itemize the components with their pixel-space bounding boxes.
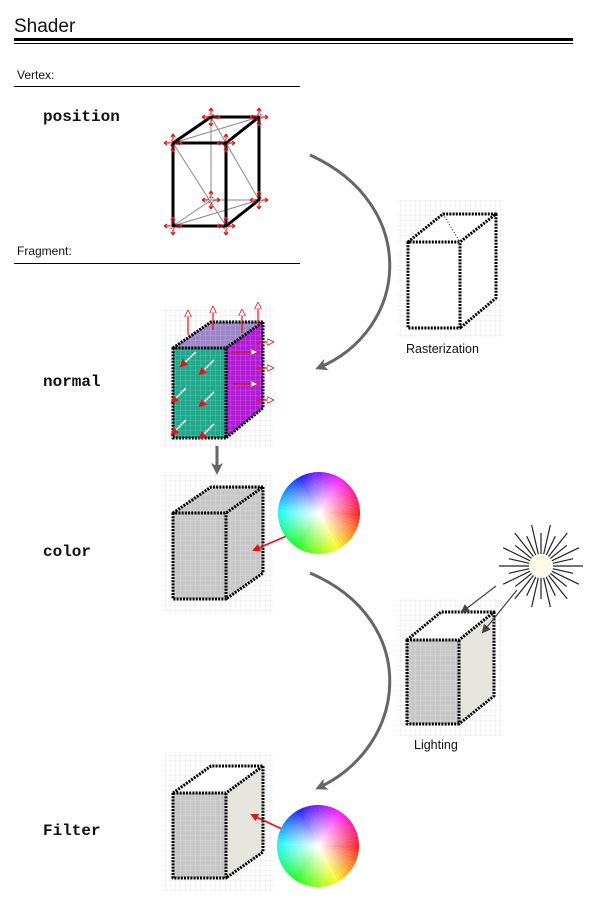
fragment-section-rule xyxy=(14,263,300,264)
title-underline xyxy=(14,38,573,41)
stage-position-label: position xyxy=(43,108,120,126)
flow-arrow-lighting xyxy=(309,571,392,790)
filter-pick-arrow xyxy=(250,813,285,831)
filter-color-wheel xyxy=(277,804,359,887)
wireframe-cube xyxy=(163,107,269,236)
page-title: Shader xyxy=(14,16,76,37)
rasterized-cube xyxy=(397,200,504,338)
color-wheel xyxy=(278,472,360,554)
fragment-section-label: Fragment: xyxy=(17,244,72,258)
stage-filter-label: Filter xyxy=(43,822,101,840)
color-cube xyxy=(161,473,290,613)
lit-cube xyxy=(396,585,518,736)
filtered-cube xyxy=(161,752,285,892)
vertex-section-label: Vertex: xyxy=(17,68,55,82)
stage-normal-label: normal xyxy=(43,373,101,391)
title-underline-thin xyxy=(14,43,573,44)
vertex-section-rule xyxy=(14,86,300,87)
normal-cube xyxy=(161,304,274,448)
flow-arrow-rasterization xyxy=(309,153,392,371)
rasterization-caption: Rasterization xyxy=(406,342,479,356)
lighting-caption: Lighting xyxy=(414,738,458,752)
color-pick-arrow xyxy=(252,534,290,552)
stage-color-label: color xyxy=(43,543,92,561)
light-source-icon xyxy=(499,524,583,608)
